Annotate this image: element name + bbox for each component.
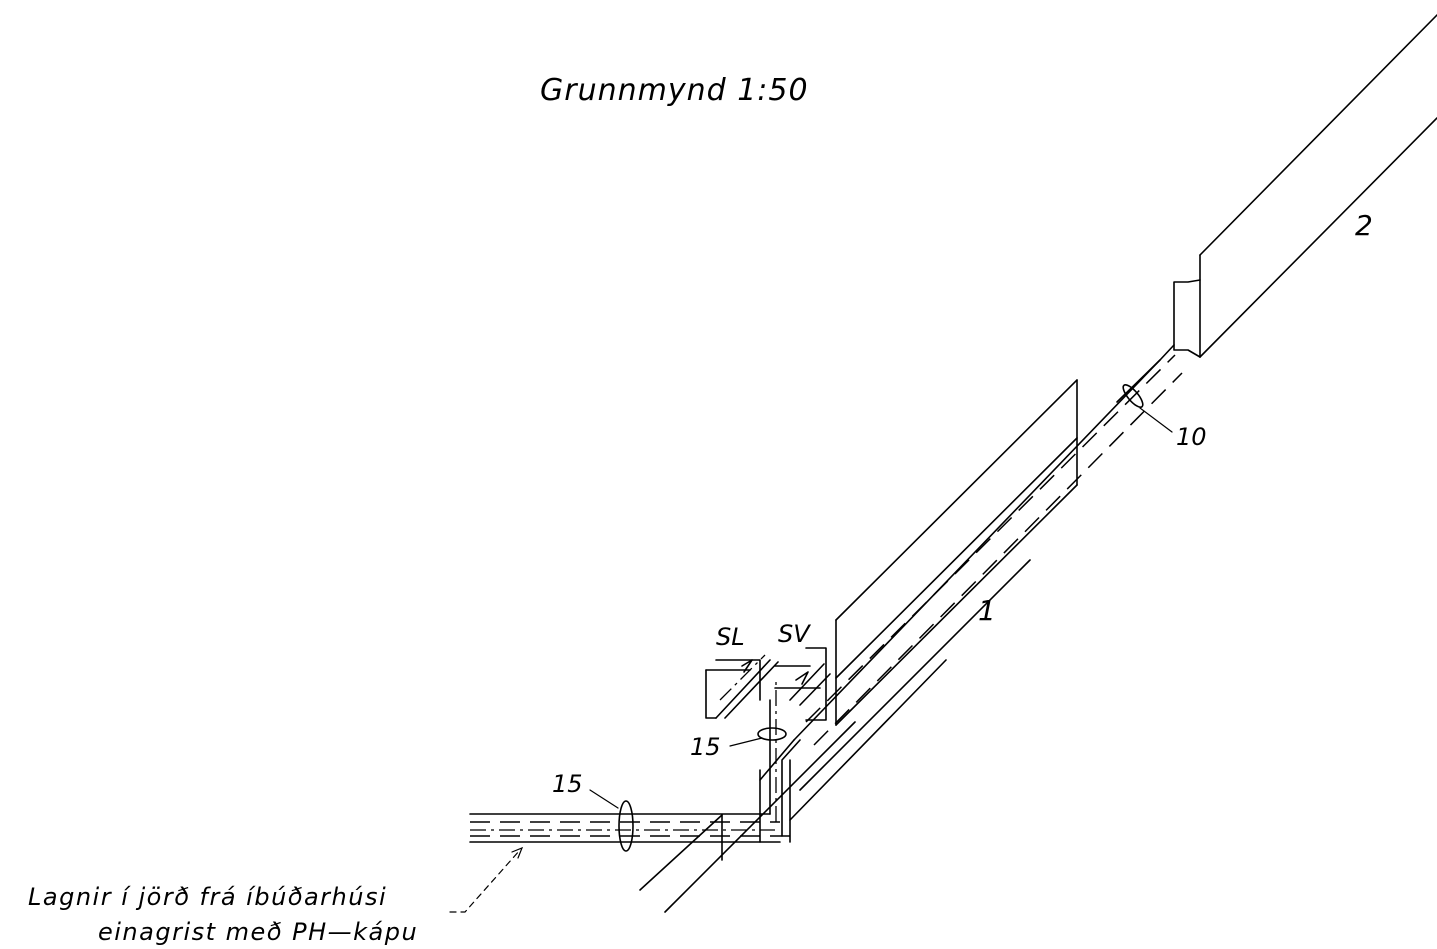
leader-note [449, 849, 521, 913]
tank-2-outline [1116, 14, 1437, 403]
leader-10 [1139, 407, 1173, 433]
note-line-2: einagrist með PH—kápu [98, 918, 418, 946]
ground-pipes [469, 680, 801, 861]
label-10: 10 [1176, 423, 1207, 451]
label-15-lower: 15 [552, 770, 583, 798]
leader-note-arrow [511, 846, 524, 859]
sleeve-15-lower [618, 800, 634, 852]
sleeve-10 [1122, 384, 1144, 408]
label-1: 1 [978, 594, 996, 627]
tank-1-outline [835, 379, 1078, 726]
main-pipes [639, 354, 1183, 913]
label-2: 2 [1355, 209, 1373, 242]
sleeve-15-upper [757, 727, 787, 741]
leader-15-upper [729, 737, 763, 747]
label-sv: SV [778, 620, 811, 648]
note-line-1: Lagnir í jörð frá íbúðarhúsi [28, 883, 387, 911]
drawing-title: Grunnmynd 1:50 [540, 73, 809, 108]
leader-15-lower [589, 789, 619, 809]
valve-assembly [705, 647, 831, 721]
label-sl: SL [716, 623, 745, 651]
label-15-upper: 15 [690, 733, 721, 761]
